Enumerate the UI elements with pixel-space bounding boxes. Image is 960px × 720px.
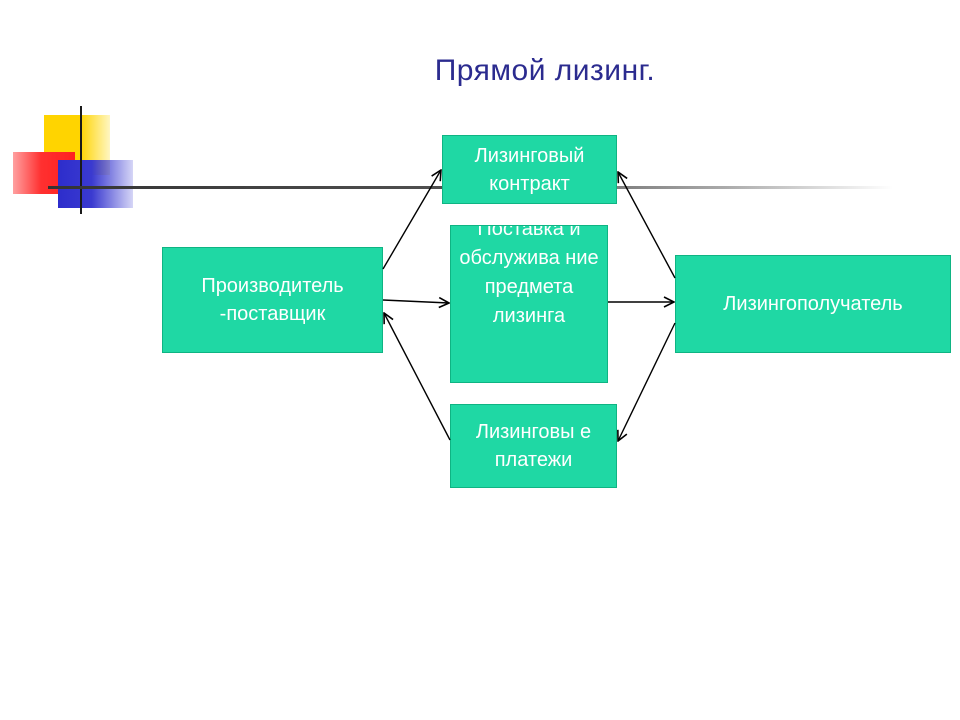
node-lessee-label: Лизингополучатель — [723, 293, 903, 315]
decorative-blue-square — [58, 160, 133, 208]
node-lessee: Лизингополучатель — [675, 255, 951, 353]
node-leasing-contract-label: Лизинговый контракт — [474, 144, 585, 195]
node-leasing-payments: Лизинговы е платежи — [450, 404, 617, 488]
arrow-producer-to-supply — [382, 300, 449, 303]
node-leasing-contract: Лизинговый контракт — [442, 135, 617, 204]
slide-title: Прямой лизинг. — [434, 54, 656, 87]
arrow-producer-to-contract — [382, 170, 441, 270]
node-supply-and-service-label: Поставка и обслужива ние предмета лизинг… — [459, 225, 599, 327]
arrow-lessee-to-payments — [618, 322, 676, 441]
node-supply-and-service: Поставка и обслужива ние предмета лизинг… — [450, 225, 608, 383]
node-producer-supplier: Производитель -поставщик — [162, 247, 383, 353]
node-leasing-payments-label: Лизинговы е платежи — [475, 421, 592, 471]
decorative-vertical-line — [80, 106, 82, 214]
arrow-payments-to-producer — [384, 313, 451, 441]
node-producer-supplier-label: Производитель -поставщик — [201, 275, 344, 325]
